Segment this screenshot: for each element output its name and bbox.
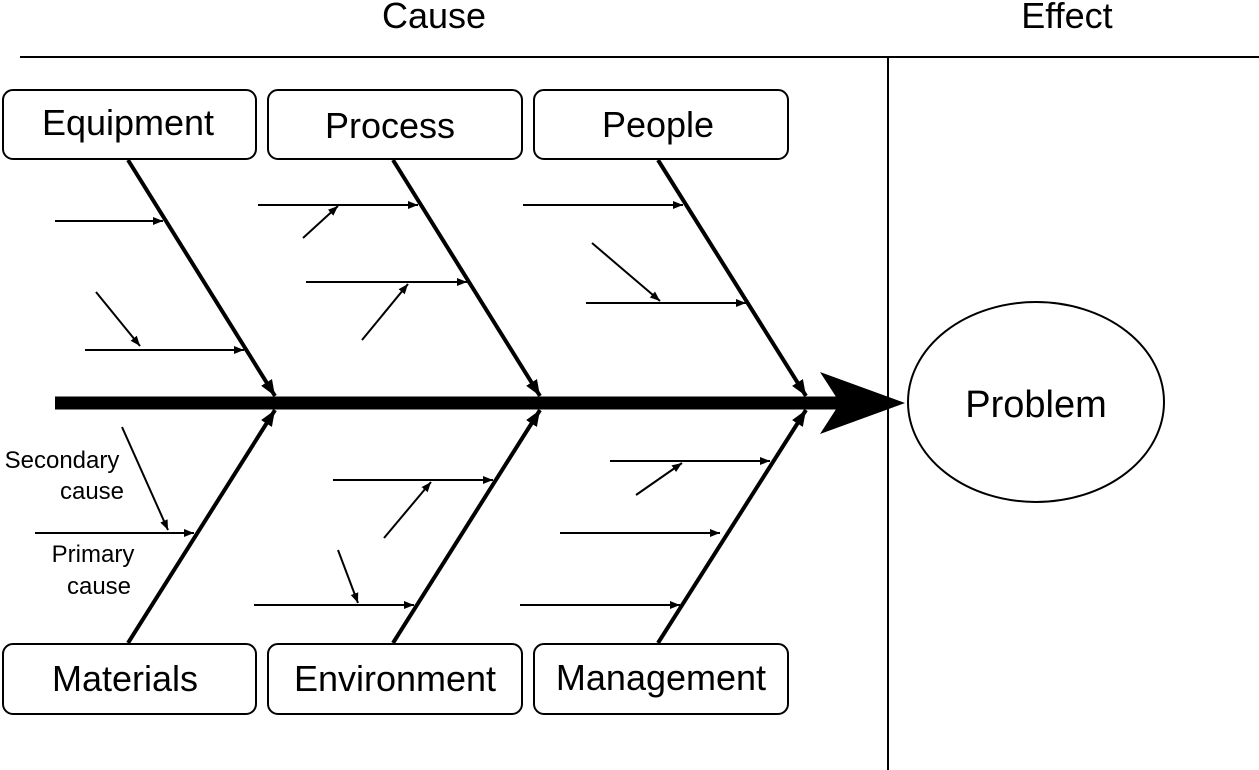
bone-equipment	[126, 158, 277, 398]
category-label-management: Management	[556, 657, 766, 698]
secondary-cause-label-line1: Secondary	[5, 447, 120, 474]
category-label-environment: Environment	[294, 658, 496, 699]
secondary-cause-arrow	[591, 242, 661, 302]
primary-cause-label-line2: cause	[67, 573, 131, 600]
bone-management	[656, 408, 808, 645]
bone-people	[656, 158, 808, 398]
primary-cause-label-line1: Primary	[52, 541, 135, 568]
secondary-cause-arrow	[95, 291, 141, 347]
category-box-people	[533, 89, 789, 160]
problem-label: Problem	[965, 384, 1107, 426]
bone-environment	[391, 408, 542, 645]
bone-process	[391, 158, 542, 398]
cause-header: Cause	[382, 0, 486, 36]
category-box-process	[267, 89, 523, 160]
secondary-cause-label-line2: cause	[60, 478, 124, 505]
category-label-people: People	[602, 104, 714, 145]
category-box-materials	[2, 643, 257, 715]
secondary-cause-arrow	[302, 205, 339, 239]
problem-ellipse	[907, 301, 1165, 503]
secondary-cause-arrow	[635, 462, 683, 496]
secondary-cause-arrow	[361, 283, 409, 341]
category-box-management	[533, 643, 789, 715]
category-box-environment	[267, 643, 523, 715]
category-label-materials: Materials	[52, 658, 198, 699]
category-box-equipment	[2, 89, 257, 160]
effect-header: Effect	[1021, 0, 1112, 36]
secondary-cause-arrow	[383, 481, 432, 539]
category-label-process: Process	[325, 105, 455, 146]
bone-materials	[126, 408, 277, 645]
secondary-cause-arrow	[337, 549, 359, 604]
spine-arrowhead	[820, 372, 905, 434]
category-label-equipment: Equipment	[42, 102, 214, 143]
secondary-cause-arrow	[121, 426, 169, 531]
